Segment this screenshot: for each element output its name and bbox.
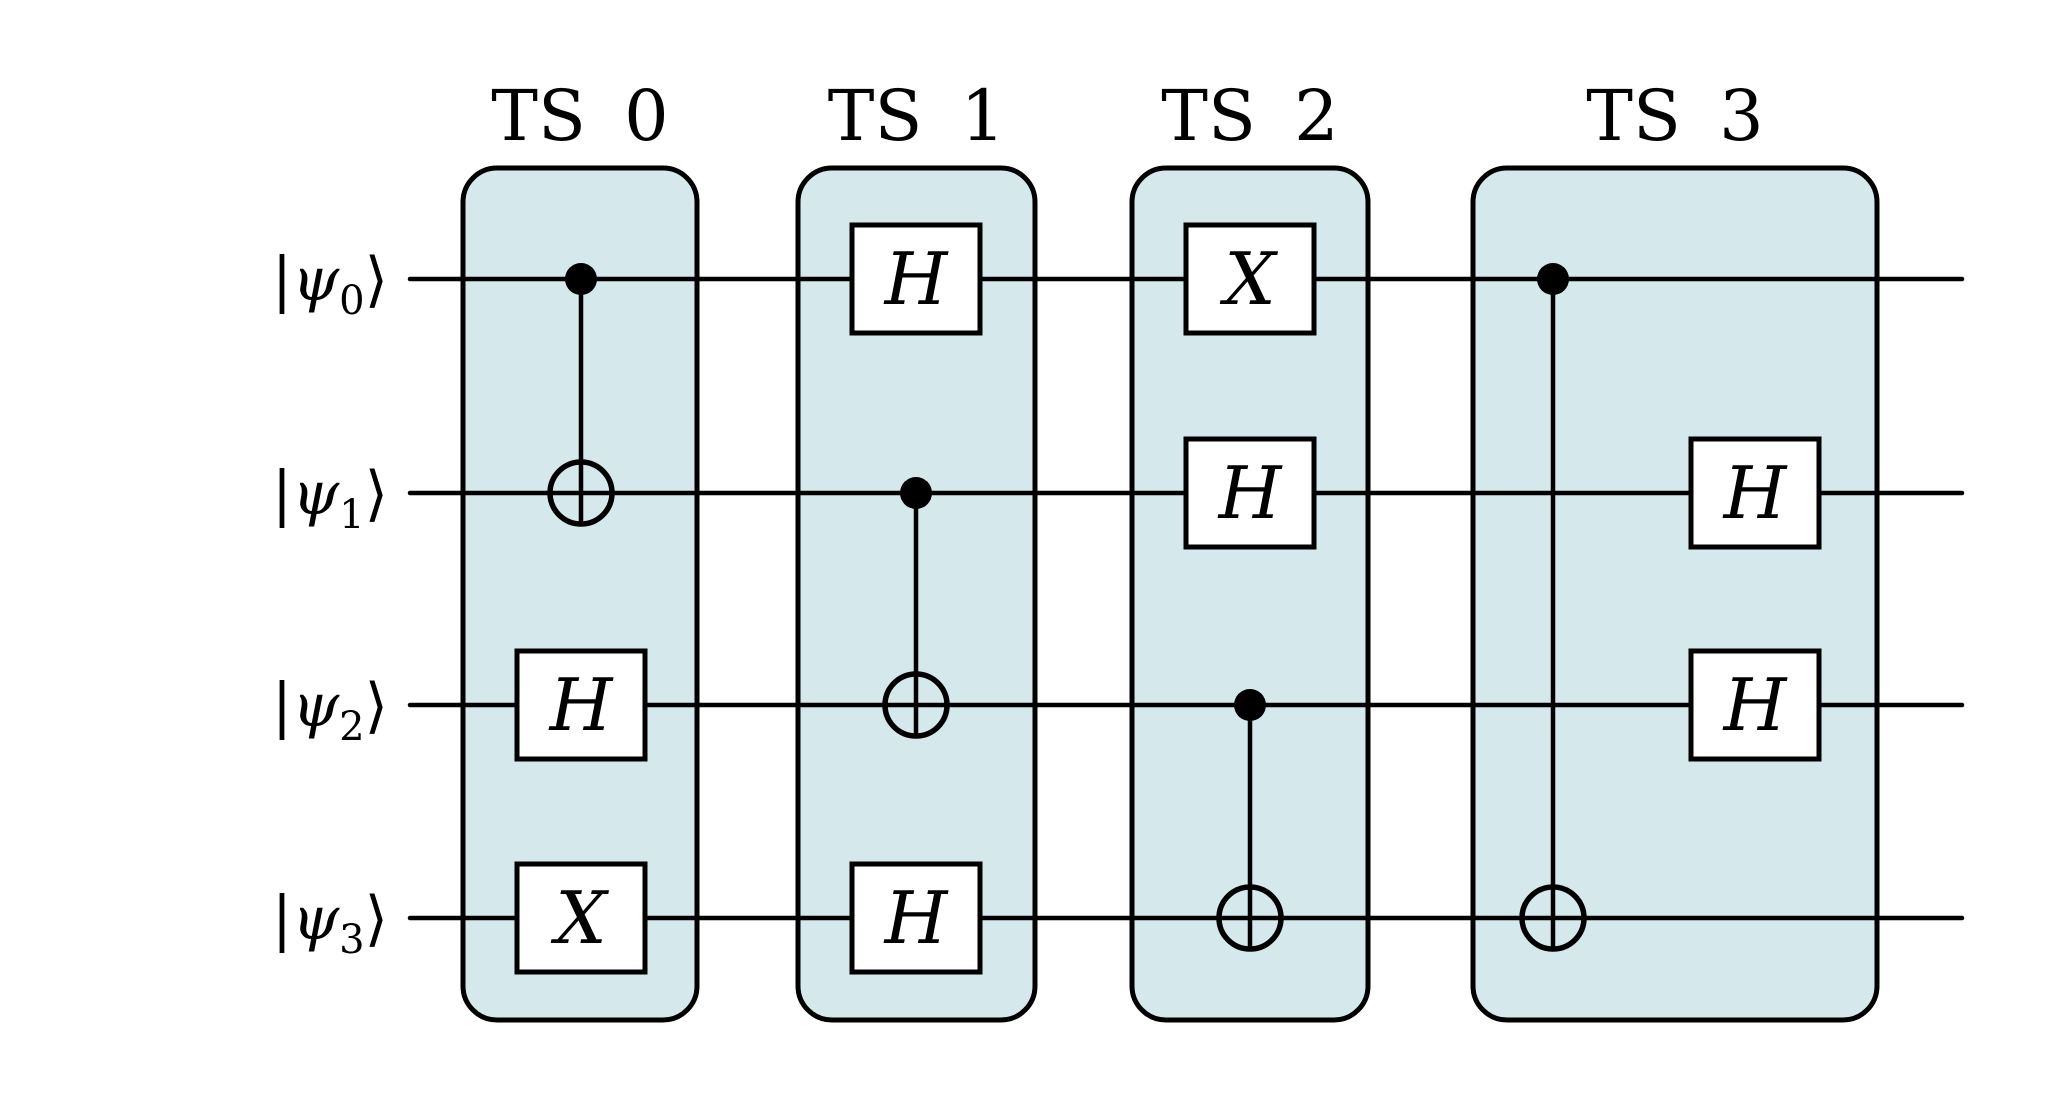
gate-h: H xyxy=(514,648,648,762)
cnot-control-dot xyxy=(565,263,597,295)
ket-open-bar: | xyxy=(272,884,292,954)
cnot-target-icon xyxy=(882,671,950,739)
gate-letter: H xyxy=(1722,451,1788,535)
timestep-label: TS 1 xyxy=(828,75,1005,157)
cnot-control-dot xyxy=(1537,263,1569,295)
ket-close-angle: ⟩ xyxy=(365,459,388,529)
cnot-gate xyxy=(547,263,615,527)
gate-frame xyxy=(1183,436,1317,550)
gate-h: H xyxy=(1688,648,1822,762)
gate-frame xyxy=(1688,648,1822,762)
psi-symbol: ψ xyxy=(292,884,340,954)
gate-h: H xyxy=(849,222,983,336)
qubit-label: |ψ1⟩ xyxy=(272,459,388,538)
timestep-box xyxy=(1129,165,1371,1023)
cnot-control-dot xyxy=(1234,689,1266,721)
timestep-label: TS 0 xyxy=(491,75,668,157)
cnot-gate xyxy=(1216,689,1284,952)
gate-frame xyxy=(514,648,648,762)
ket-close-angle: ⟩ xyxy=(365,245,388,315)
qubit-label: |ψ0⟩ xyxy=(272,245,388,324)
cnot-target-icon xyxy=(1519,884,1587,952)
gate-x: X xyxy=(514,861,648,975)
timestep-label: TS 3 xyxy=(1586,75,1763,157)
ket-close-angle: ⟩ xyxy=(365,884,388,954)
gate-letter: H xyxy=(883,237,949,321)
cnot-target-icon xyxy=(547,459,615,527)
gate-letter: H xyxy=(1217,451,1283,535)
ket-open-bar: | xyxy=(272,245,292,315)
ket-close-angle: ⟩ xyxy=(365,671,388,741)
cnot-target-icon xyxy=(1216,884,1284,952)
gate-letter: H xyxy=(548,663,614,747)
gate-letter: H xyxy=(883,876,949,960)
gate-frame xyxy=(849,222,983,336)
timestep-box xyxy=(460,165,700,1023)
ket-open-bar: | xyxy=(272,459,292,529)
psi-symbol: ψ xyxy=(292,245,340,315)
psi-symbol: ψ xyxy=(292,671,340,741)
gate-h: H xyxy=(849,861,983,975)
gate-h: H xyxy=(1688,436,1822,550)
cnot-gate xyxy=(1519,263,1587,952)
timestep-label: TS 2 xyxy=(1161,75,1338,157)
qubit-index: 2 xyxy=(339,704,364,750)
gate-letter: X xyxy=(1219,237,1278,321)
qubit-index: 3 xyxy=(339,917,364,963)
qubit-index: 1 xyxy=(339,492,364,538)
gate-frame xyxy=(849,861,983,975)
qubit-label: |ψ3⟩ xyxy=(272,884,388,963)
gate-letter: X xyxy=(550,876,609,960)
gate-frame xyxy=(514,861,648,975)
gate-frame xyxy=(1688,436,1822,550)
timestep-box xyxy=(1470,165,1880,1023)
gate-h: H xyxy=(1183,436,1317,550)
ket-open-bar: | xyxy=(272,671,292,741)
gate-x: X xyxy=(1183,222,1317,336)
gate-letter: H xyxy=(1722,663,1788,747)
qubit-index: 0 xyxy=(339,278,364,324)
qubit-label: |ψ2⟩ xyxy=(272,671,388,750)
cnot-control-dot xyxy=(900,477,932,509)
psi-symbol: ψ xyxy=(292,459,340,529)
cnot-gate xyxy=(882,477,950,739)
gate-frame xyxy=(1183,222,1317,336)
